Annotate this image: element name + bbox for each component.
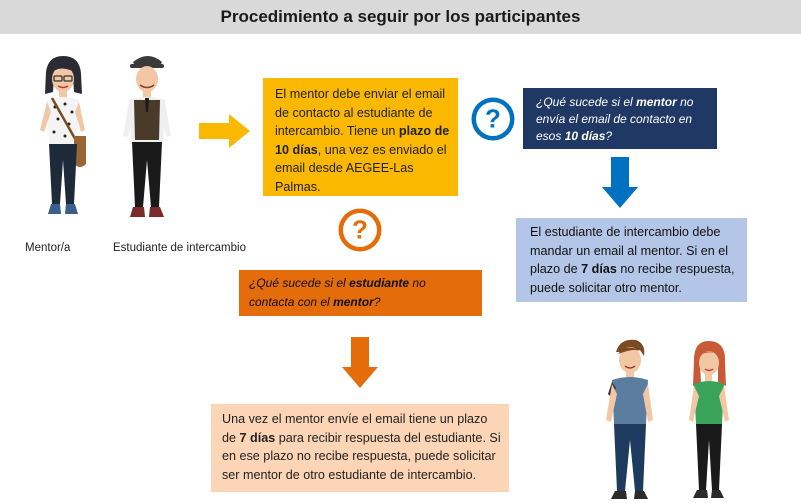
- student-email-text-end: no recibe respuesta, puede solicitar otr…: [530, 262, 735, 295]
- mentor-question-bold-mentor: mentor: [636, 95, 677, 109]
- final-days: 7 días: [239, 430, 276, 445]
- student-question-text-end: ?: [373, 295, 381, 309]
- mentor-question-bold-days: 10 días: [564, 129, 606, 143]
- student-email-days: 7 días: [581, 262, 617, 276]
- question-icon: ?: [338, 208, 382, 252]
- question-icon: ?: [471, 97, 515, 141]
- student-question-box: ¿Qué sucede si el estudiante no contacta…: [239, 270, 482, 316]
- final-text: Una vez el mentor envíe el email tiene u…: [222, 412, 488, 445]
- arrow-down-icon: [602, 157, 638, 208]
- mentor-question-text: ¿Qué sucede si el: [536, 95, 637, 109]
- girl-figure: [689, 340, 729, 498]
- mentor-box-text: El mentor debe enviar el email de contac…: [275, 87, 446, 138]
- student-email-box: El estudiante de intercambio debe mandar…: [516, 218, 747, 302]
- student-question-bold-mentor: mentor: [333, 295, 374, 309]
- mentor-caption: Mentor/a: [25, 242, 71, 254]
- svg-text:?: ?: [485, 104, 501, 134]
- student-figure: [123, 56, 171, 217]
- mentor-question-box: ¿Qué sucede si el mentor no envía el ema…: [523, 88, 717, 149]
- student-email-text: El estudiante de intercambio debe mandar…: [530, 225, 729, 276]
- final-text-end: para recibir respuesta del estudiante. S…: [222, 430, 501, 482]
- page-title: Procedimiento a seguir por los participa…: [0, 0, 801, 34]
- student-question-text: ¿Qué sucede si el: [249, 276, 350, 290]
- mentor-question-text-mid: no envía el email de contacto en esos: [536, 95, 694, 143]
- final-outcome-box: Una vez el mentor envíe el email tiene u…: [211, 404, 509, 492]
- arrow-down-icon: [342, 337, 378, 388]
- arrow-right-icon: [199, 114, 250, 148]
- student-caption: Estudiante de intercambio: [113, 242, 246, 254]
- mentor-box-deadline: plazo de 10 días: [275, 124, 450, 157]
- student-question-text-mid: no contacta con el: [249, 276, 426, 309]
- mentor-deadline-box: El mentor debe enviar el email de contac…: [263, 78, 458, 196]
- mentor-figure: [40, 56, 86, 214]
- boy-figure: [606, 339, 653, 499]
- mentor-box-text-end: , una vez es enviado el email desde AEGE…: [275, 142, 447, 194]
- svg-text:?: ?: [352, 215, 368, 245]
- mentor-question-text-end: ?: [605, 129, 613, 143]
- student-question-bold-student: estudiante: [349, 276, 410, 290]
